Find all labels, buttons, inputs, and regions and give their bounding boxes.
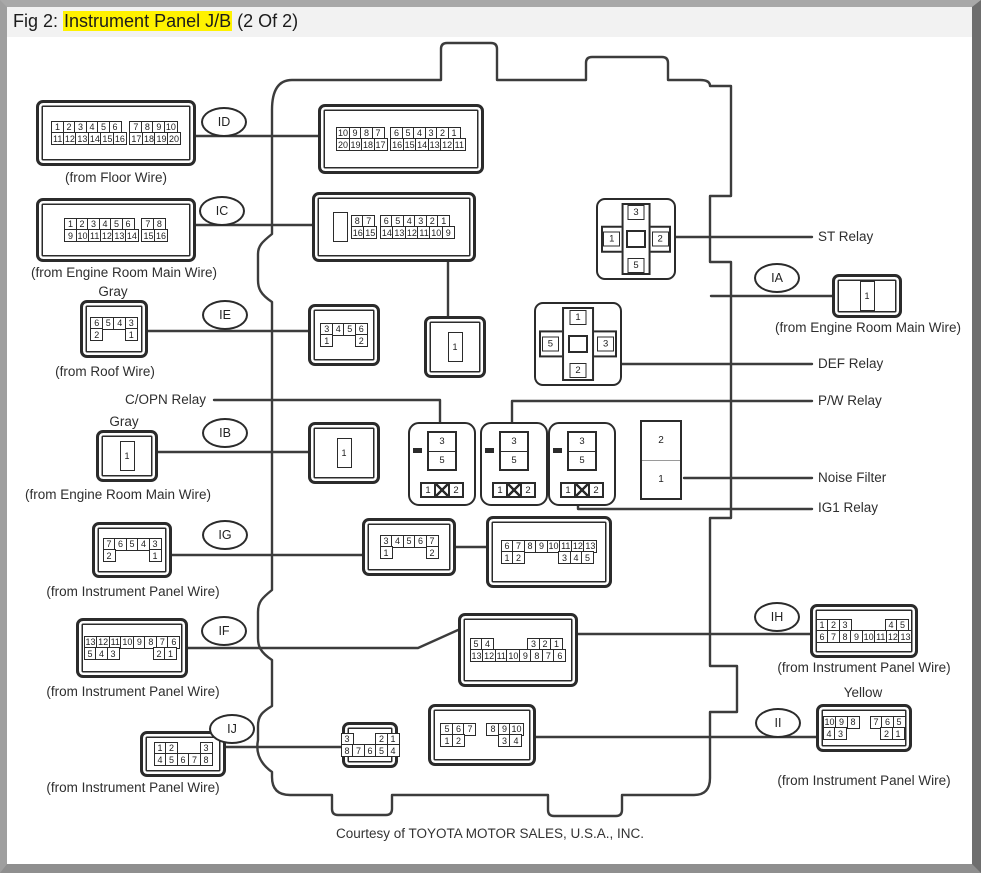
def-relay-pin-right: 3 — [597, 336, 615, 352]
label-pw-relay: P/W Relay — [818, 393, 882, 408]
st-relay: 3 1 2 5 — [596, 198, 676, 280]
connector-ib-harness: 1 — [96, 430, 158, 482]
figure-title-prefix: Fig 2: — [13, 11, 64, 31]
oval-if: IF — [201, 616, 247, 646]
ig1-relay-pin3: 3 — [569, 433, 595, 452]
caption-if: (from Instrument Panel Wire) — [46, 684, 220, 699]
connector-ib-panel: 1 — [308, 422, 380, 484]
noise-filter-pin1: 1 — [658, 473, 664, 485]
oval-ij: IJ — [209, 714, 255, 744]
caption-ij: (from Instrument Panel Wire) — [46, 780, 220, 795]
label-def-relay: DEF Relay — [818, 356, 884, 371]
connector-ia-harness: 1 — [832, 274, 902, 318]
label-noise-filter: Noise Filter — [818, 470, 887, 485]
st-relay-pin-top: 3 — [627, 205, 645, 221]
pw-relay-pin5: 5 — [511, 454, 517, 466]
oval-ib: IB — [202, 418, 248, 448]
caption-ia: (from Engine Room Main Wire) — [774, 320, 962, 335]
caption-ib: (from Engine Room Main Wire) — [24, 487, 212, 502]
caption-ii: (from Instrument Panel Wire) — [777, 773, 951, 788]
label-ig1-relay: IG1 Relay — [818, 500, 879, 515]
leader-pw — [510, 399, 814, 426]
color-tag-ie: Gray — [98, 284, 128, 299]
courtesy-note: Courtesy of TOYOTA MOTOR SALES, U.S.A., … — [335, 826, 645, 841]
label-copn-relay: C/OPN Relay — [125, 392, 207, 407]
def-relay-center — [568, 335, 588, 353]
title-bar: Fig 2: Instrument Panel J/B (2 Of 2) — [7, 7, 972, 37]
copn-relay-pin3: 3 — [429, 433, 455, 452]
junction-block-outline — [256, 41, 739, 818]
ig1-relay-pin2: 2 — [588, 482, 604, 498]
st-relay-pin-bottom: 5 — [627, 257, 645, 273]
def-relay-pin-top: 1 — [569, 309, 587, 325]
connector-mid-single: 1 — [424, 316, 486, 378]
ig1-relay-tab — [553, 448, 562, 453]
caption-ig: (from Instrument Panel Wire) — [46, 584, 220, 599]
oval-ii: II — [755, 708, 801, 738]
figure-title-suffix: (2 Of 2) — [232, 11, 299, 31]
figure-title-highlight: Instrument Panel J/B — [63, 11, 233, 31]
def-relay-pin-left: 5 — [541, 336, 559, 352]
caption-ic: (from Engine Room Main Wire) — [30, 265, 218, 280]
ig1-relay-pin5: 5 — [579, 454, 585, 466]
caption-ih: (from Instrument Panel Wire) — [777, 660, 951, 675]
st-relay-center — [626, 230, 646, 248]
caption-id: (from Floor Wire) — [65, 170, 167, 185]
oval-id: ID — [201, 107, 247, 137]
ig1-relay-pin1: 1 — [560, 482, 576, 498]
pw-relay-tab — [485, 448, 494, 453]
noise-filter-pin2: 2 — [642, 422, 680, 461]
color-tag-ib: Gray — [109, 414, 139, 429]
oval-ia: IA — [754, 263, 800, 293]
color-tag-ii: Yellow — [843, 685, 883, 700]
st-relay-pin-right: 2 — [651, 231, 669, 247]
pw-relay-pin1: 1 — [492, 482, 508, 498]
copn-relay-pin5: 5 — [439, 454, 445, 466]
pw-relay-pin3: 3 — [501, 433, 527, 452]
caption-ie: (from Roof Wire) — [55, 364, 155, 379]
def-relay: 1 5 3 2 — [534, 302, 622, 386]
leader-copn — [212, 398, 442, 426]
def-relay-pin-bottom: 2 — [569, 363, 587, 379]
copn-relay-tab — [413, 448, 422, 453]
oval-ie: IE — [202, 300, 248, 330]
pw-relay-pin2: 2 — [520, 482, 536, 498]
oval-ig: IG — [202, 520, 248, 550]
leader-if — [184, 628, 460, 650]
oval-ih: IH — [754, 602, 800, 632]
noise-filter: 2 1 — [640, 420, 682, 500]
oval-ic: IC — [199, 196, 245, 226]
label-st-relay: ST Relay — [818, 229, 874, 244]
copn-relay-pin2: 2 — [448, 482, 464, 498]
st-relay-pin-left: 1 — [603, 231, 621, 247]
